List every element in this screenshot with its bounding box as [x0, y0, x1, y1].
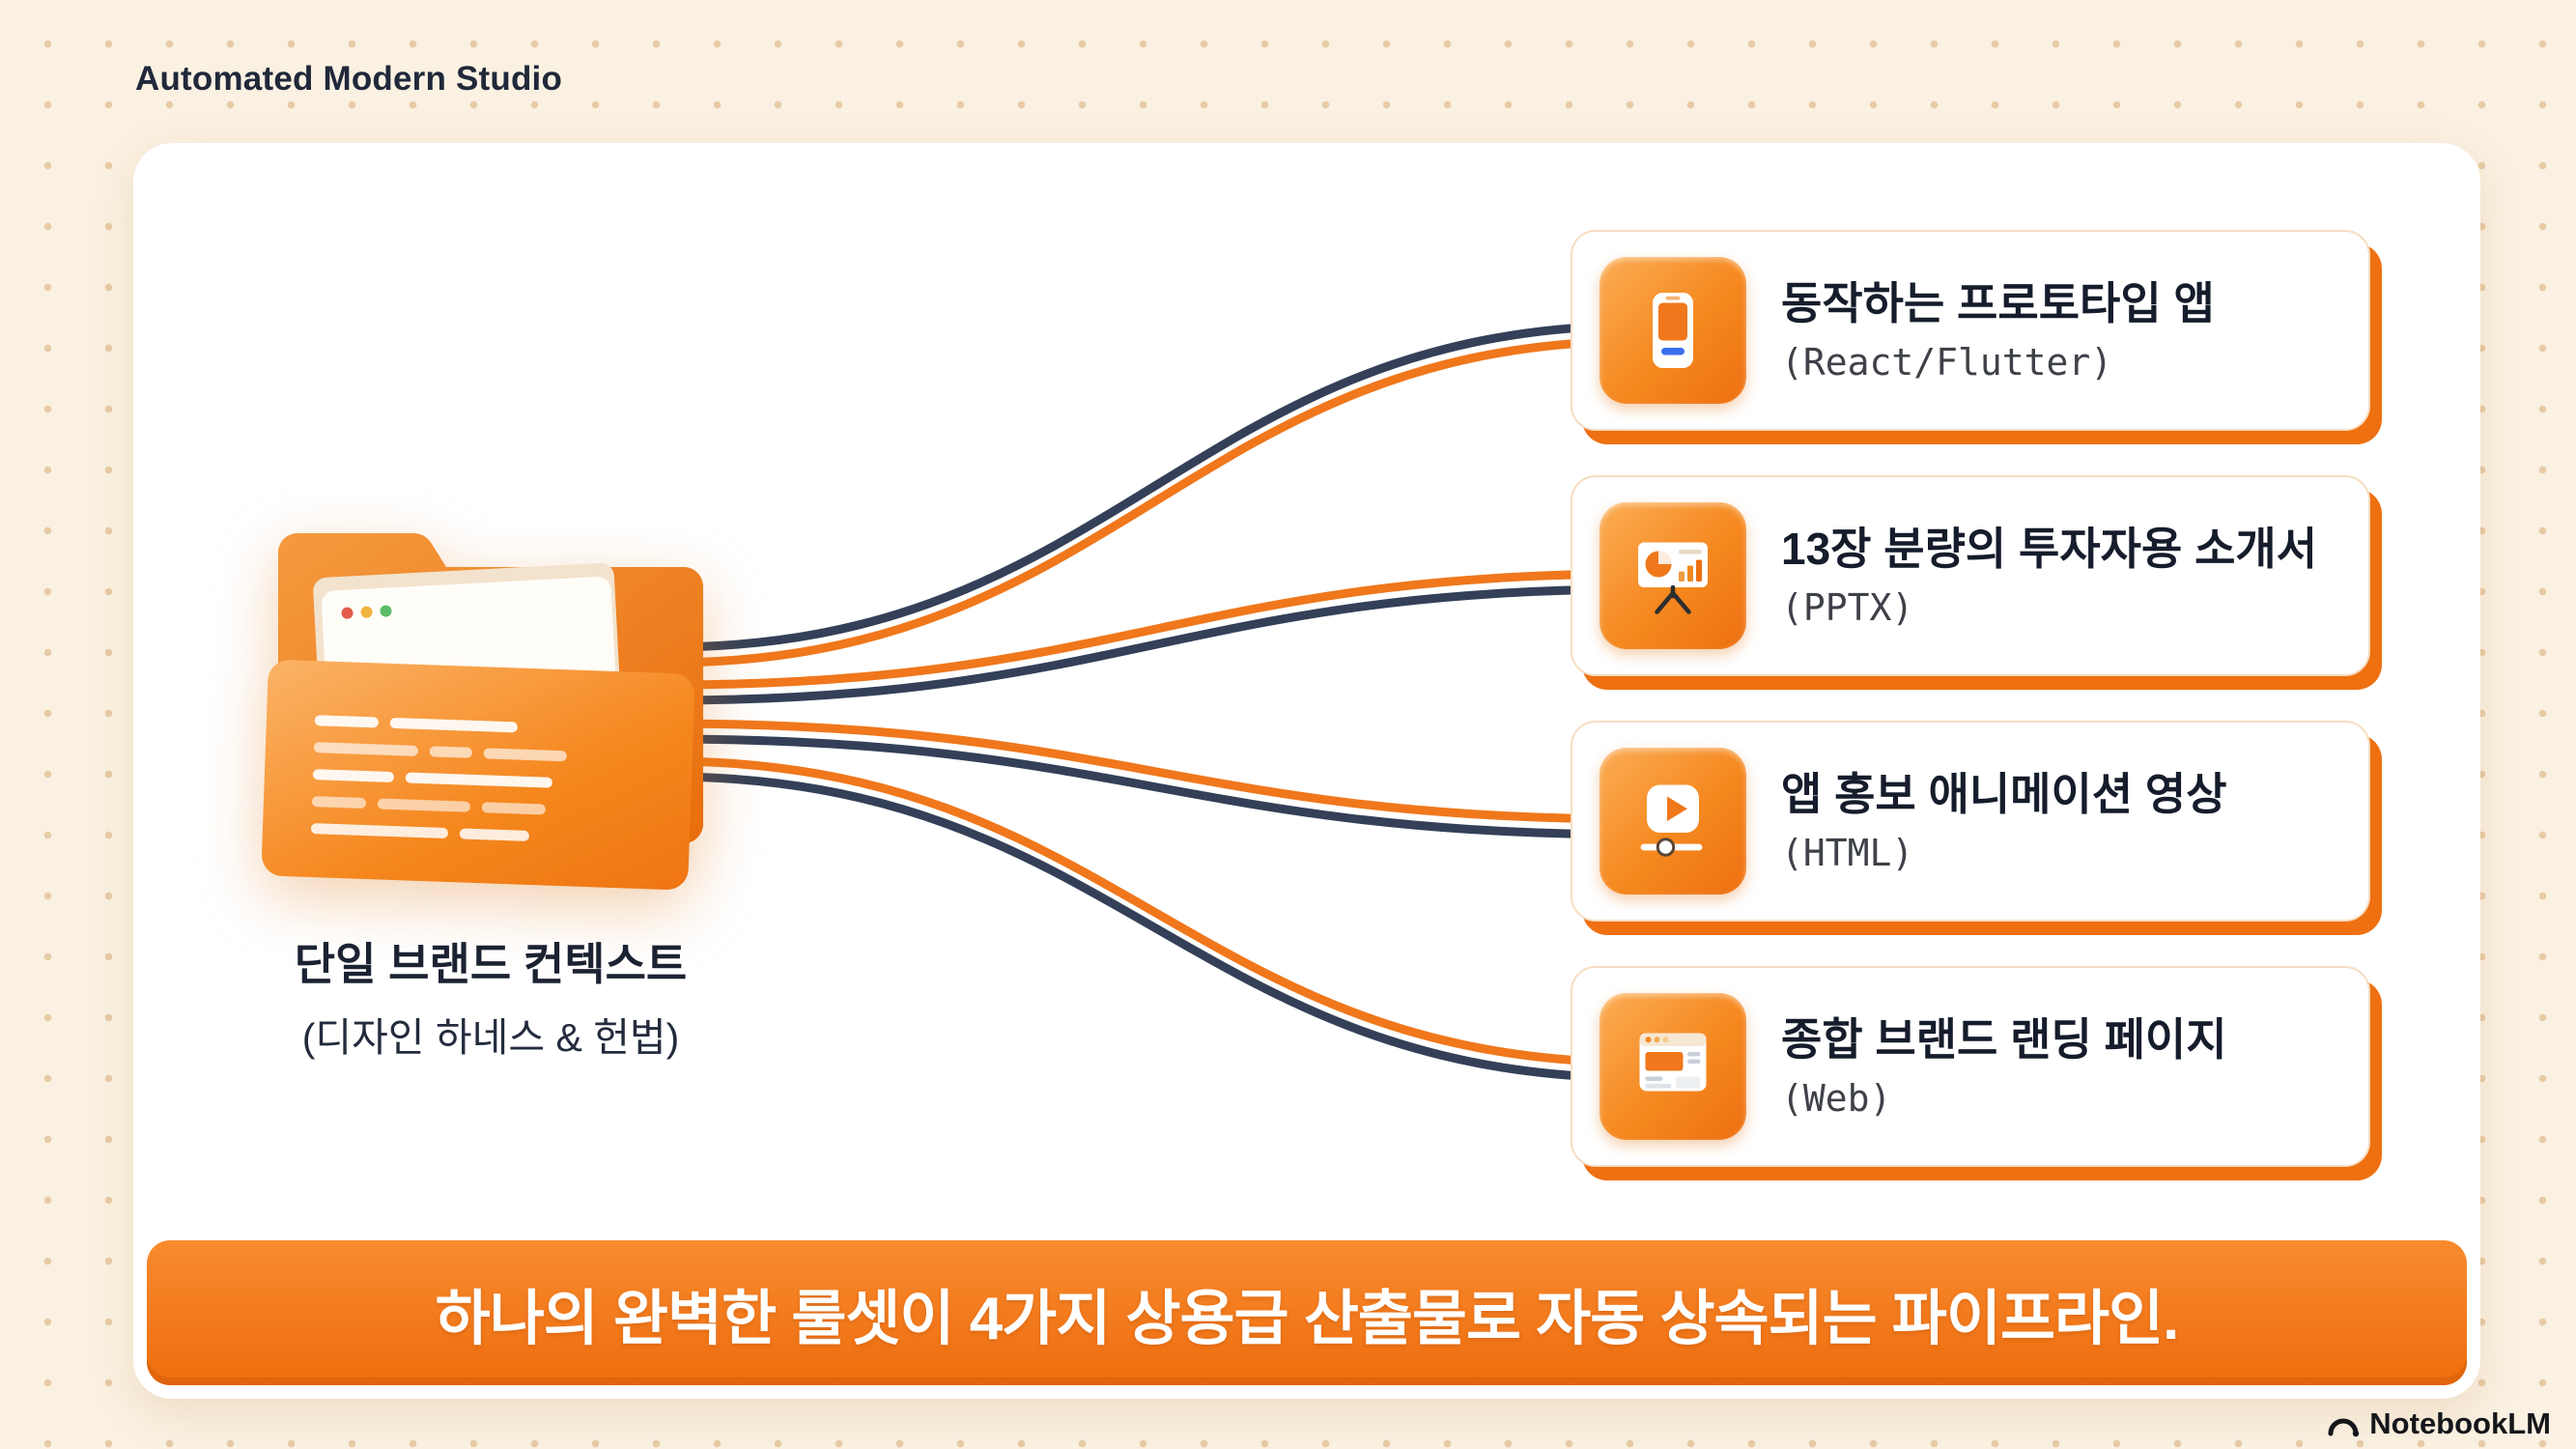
footer-brand: NotebookLM [2327, 1406, 2551, 1441]
phone-prototype-icon [1599, 257, 1746, 404]
browser-window-icon [1599, 993, 1746, 1140]
banner-text: 하나의 완벽한 룰셋이 4가지 상용급 산출물로 자동 상속되는 파이프라인. [435, 1286, 2180, 1352]
output-card-subtitle: (Web) [1781, 1076, 1892, 1120]
output-card-text: 13장 분량의 투자자용 소개서 (PPTX) [1781, 523, 2317, 628]
video-play-icon [1599, 748, 1746, 895]
presentation-chart-icon [1599, 502, 1746, 649]
footer-brand-text: NotebookLM [2369, 1406, 2551, 1440]
page-title: Automated Modern Studio [135, 60, 563, 98]
output-card-subtitle: (PPTX) [1781, 585, 1914, 629]
output-card-text: 앱 홍보 애니메이션 영상 (HTML) [1781, 768, 2227, 873]
output-cards: 동작하는 프로토타입 앱 (React/Flutter) [1571, 230, 2370, 1167]
folder-code-icon [249, 481, 732, 916]
output-card-subtitle: (React/Flutter) [1781, 340, 2113, 384]
source-title: 단일 브랜드 컨텍스트 [294, 939, 688, 989]
output-card-title: 종합 브랜드 랜딩 페이지 [1781, 1014, 2227, 1065]
output-card-title: 앱 홍보 애니메이션 영상 [1781, 769, 2227, 820]
output-card-title: 동작하는 프로토타입 앱 [1781, 278, 2215, 329]
output-card-prototype-app: 동작하는 프로토타입 앱 (React/Flutter) [1571, 230, 2370, 431]
output-card-title: 13장 분량의 투자자용 소개서 [1781, 524, 2318, 575]
notebooklm-logo-icon [2328, 1418, 2360, 1437]
source-subtitle: (디자인 하네스 & 헌법) [301, 1015, 680, 1060]
output-card-landing-page: 종합 브랜드 랜딩 페이지 (Web) [1571, 966, 2370, 1167]
banner: 하나의 완벽한 룰셋이 4가지 상용급 산출물로 자동 상속되는 파이프라인. [147, 1240, 2467, 1385]
source-label: 단일 브랜드 컨텍스트 (디자인 하네스 & 헌법) [162, 929, 819, 1063]
output-card-text: 동작하는 프로토타입 앱 (React/Flutter) [1781, 277, 2215, 383]
output-card-investor-deck: 13장 분량의 투자자용 소개서 (PPTX) [1571, 475, 2370, 676]
output-card-promo-video: 앱 홍보 애니메이션 영상 (HTML) [1571, 721, 2370, 922]
output-card-text: 종합 브랜드 랜딩 페이지 (Web) [1781, 1013, 2227, 1119]
output-card-subtitle: (HTML) [1781, 831, 1914, 874]
